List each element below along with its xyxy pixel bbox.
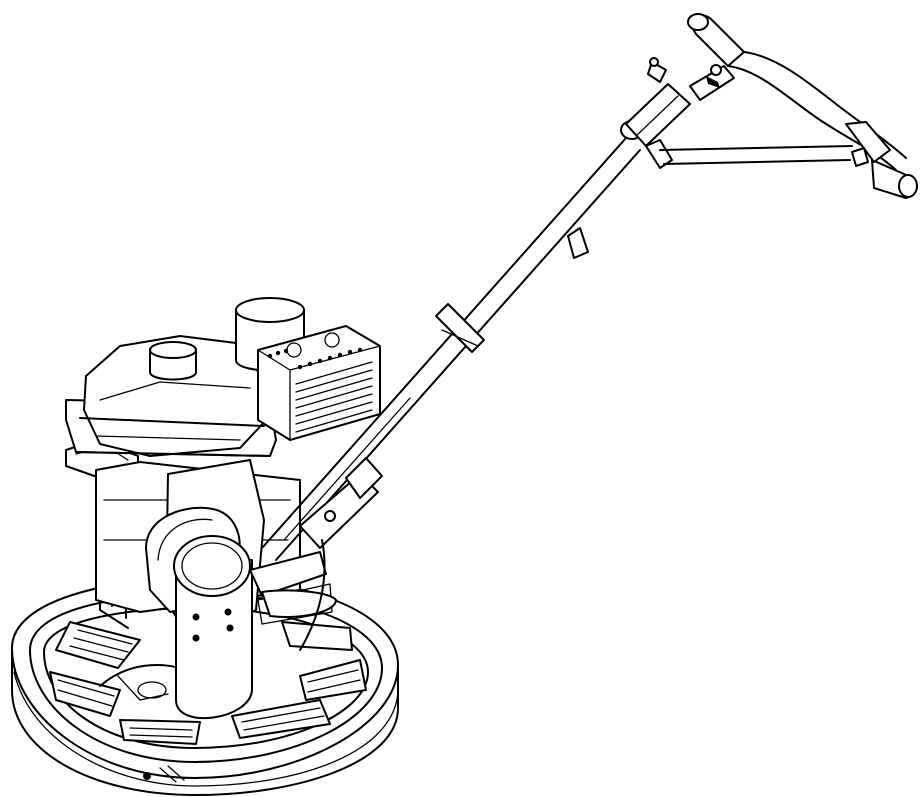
- handlebar: [659, 13, 918, 199]
- handle-clamp: [435, 303, 485, 353]
- adjust-knob: [710, 64, 722, 76]
- control-head: [620, 57, 735, 169]
- handle-hook: [567, 227, 589, 259]
- gearbox-housing: [145, 459, 337, 720]
- ring-bolt: [143, 772, 151, 780]
- pin-knob: [649, 57, 659, 67]
- handle-assembly: [261, 137, 641, 651]
- gearbox-plate: [175, 559, 253, 720]
- trowel-blades: [49, 621, 367, 745]
- fuel-tank: [65, 335, 277, 457]
- muffler-guard: [257, 325, 381, 441]
